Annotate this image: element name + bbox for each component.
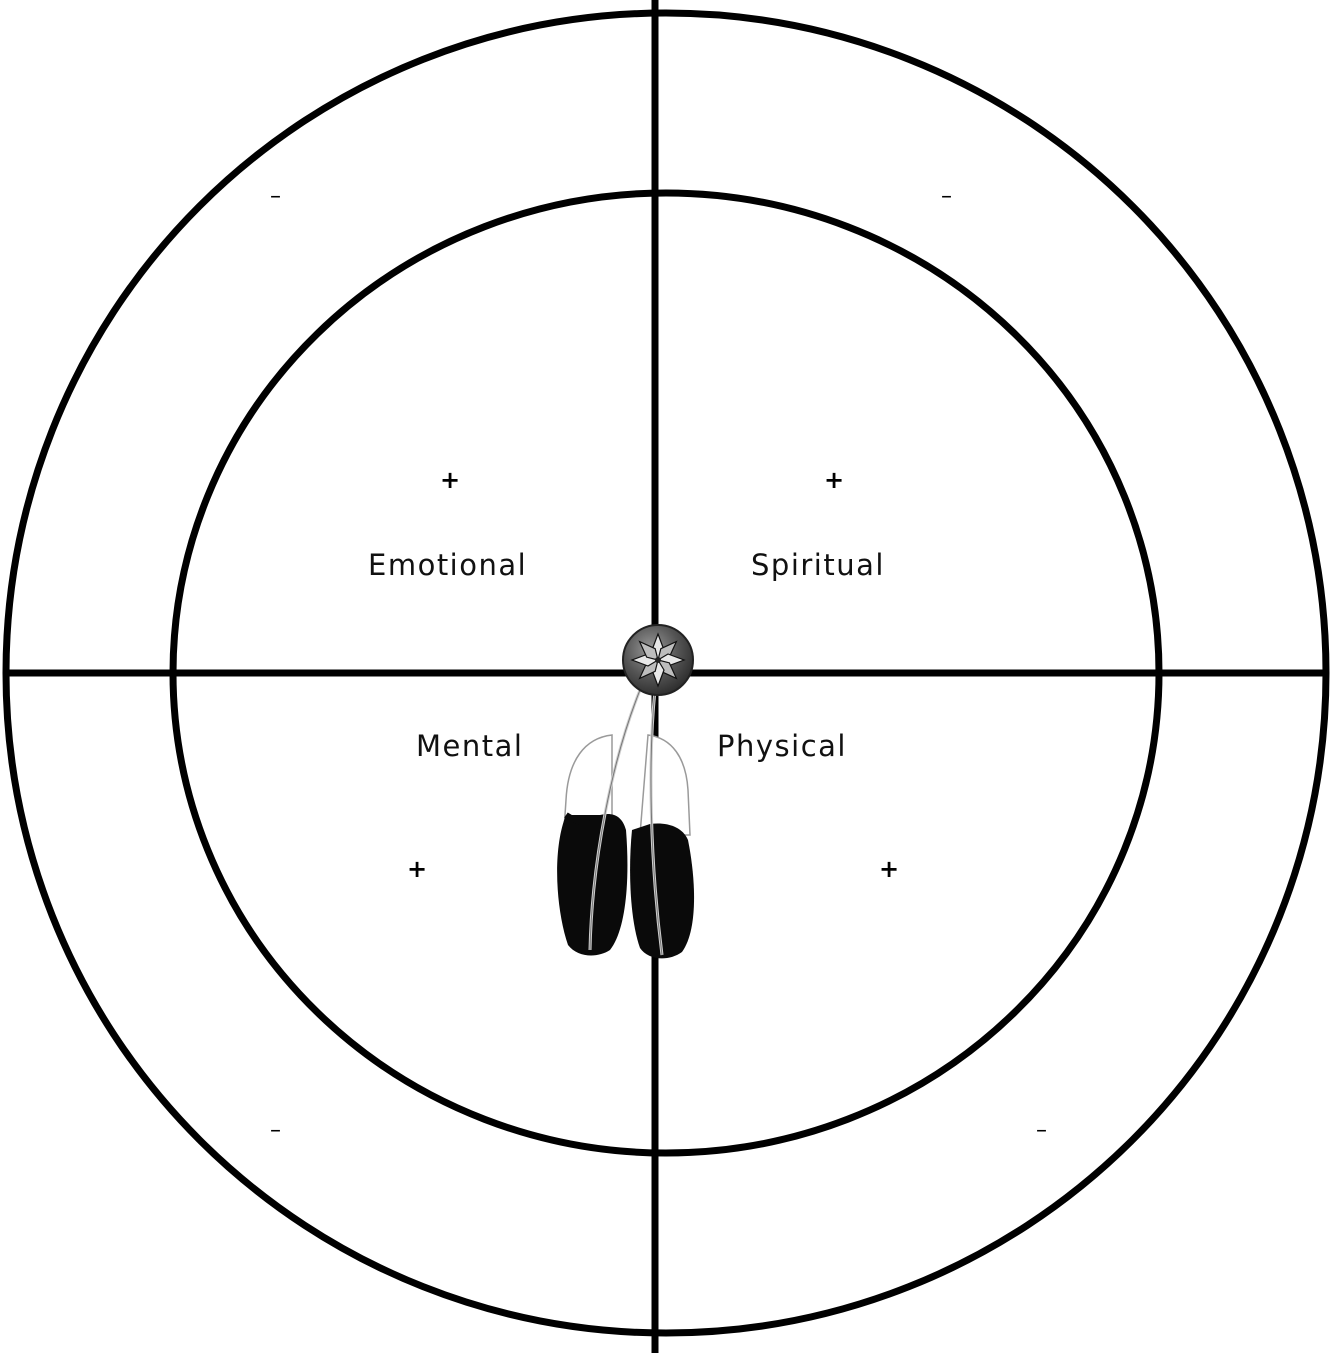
right-feather (630, 735, 694, 958)
eagle-feathers-icon (557, 690, 694, 958)
inner-sign-top-left: + (440, 468, 460, 492)
outer-sign-top-left: – (270, 186, 281, 208)
outer-sign-bottom-left: – (270, 1120, 281, 1142)
star-center (655, 657, 661, 663)
quadrant-label-physical: Physical (717, 732, 847, 761)
quadrant-label-mental: Mental (416, 732, 523, 761)
outer-sign-bottom-right: – (1036, 1120, 1047, 1142)
quadrant-label-emotional: Emotional (368, 551, 527, 580)
inner-sign-top-right: + (824, 468, 844, 492)
inner-sign-bottom-left: + (407, 857, 427, 881)
quadrant-label-spiritual: Spiritual (751, 551, 885, 580)
inner-sign-bottom-right: + (879, 857, 899, 881)
eight-point-star-medallion-icon (623, 625, 693, 695)
outer-sign-top-right: – (941, 186, 952, 208)
